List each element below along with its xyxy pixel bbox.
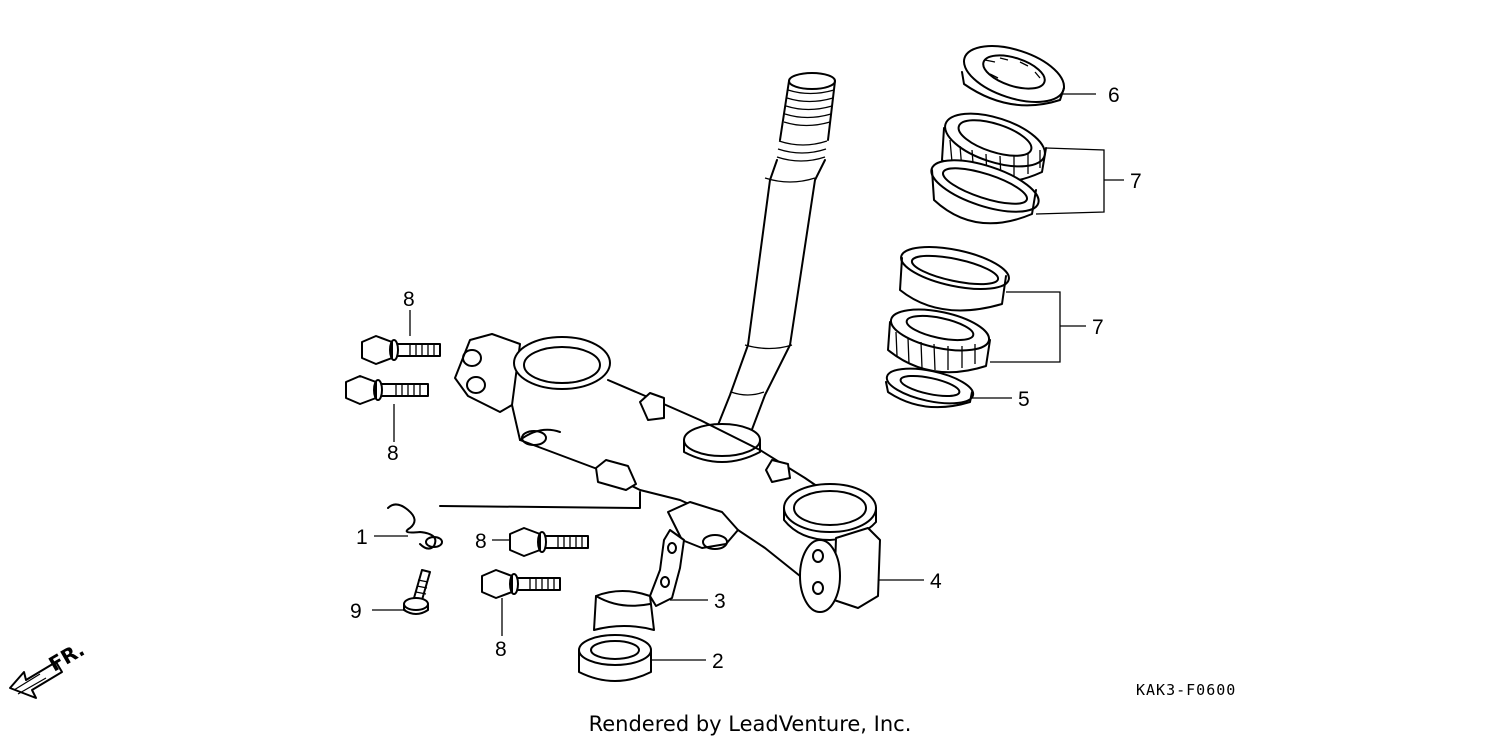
callout-9: 9 xyxy=(350,600,362,623)
steering-stem-nut[interactable] xyxy=(957,35,1071,113)
wire-clip[interactable] xyxy=(387,503,443,550)
flange-bolt[interactable] xyxy=(345,375,429,405)
upper-bearing-race[interactable] xyxy=(926,150,1045,225)
dust-seal[interactable] xyxy=(578,634,652,682)
callout-labels: 6 7 7 5 4 3 2 1 9 8 8 8 8 xyxy=(350,84,1142,673)
callout-4: 4 xyxy=(930,570,942,593)
callout-2: 2 xyxy=(712,650,724,673)
pan-screw[interactable] xyxy=(403,569,431,615)
diagram-code: KAK3-F0600 xyxy=(1136,681,1236,699)
flange-bolt[interactable] xyxy=(481,569,561,599)
lower-bearing[interactable] xyxy=(887,302,992,374)
lower-bearing-race[interactable] xyxy=(897,239,1012,312)
callout-8: 8 xyxy=(387,442,399,465)
callout-8: 8 xyxy=(475,530,487,553)
hose-guide-bracket[interactable] xyxy=(593,529,685,631)
callout-7: 7 xyxy=(1130,170,1142,193)
steering-stem[interactable] xyxy=(683,72,836,463)
callout-5: 5 xyxy=(1018,388,1030,411)
callout-8: 8 xyxy=(495,638,507,661)
lower-dust-seal[interactable] xyxy=(884,362,976,410)
callout-7: 7 xyxy=(1092,316,1104,339)
flange-bolt[interactable] xyxy=(509,527,589,557)
lower-triple-clamp[interactable] xyxy=(439,333,881,613)
callout-1: 1 xyxy=(356,526,368,549)
callout-6: 6 xyxy=(1108,84,1120,107)
callout-3: 3 xyxy=(714,590,726,613)
callout-8: 8 xyxy=(403,288,415,311)
flange-bolt[interactable] xyxy=(361,335,441,365)
credit-text: Rendered by LeadVenture, Inc. xyxy=(588,712,912,736)
front-direction-arrow: FR. xyxy=(9,637,89,699)
leader-lines xyxy=(372,93,1124,661)
